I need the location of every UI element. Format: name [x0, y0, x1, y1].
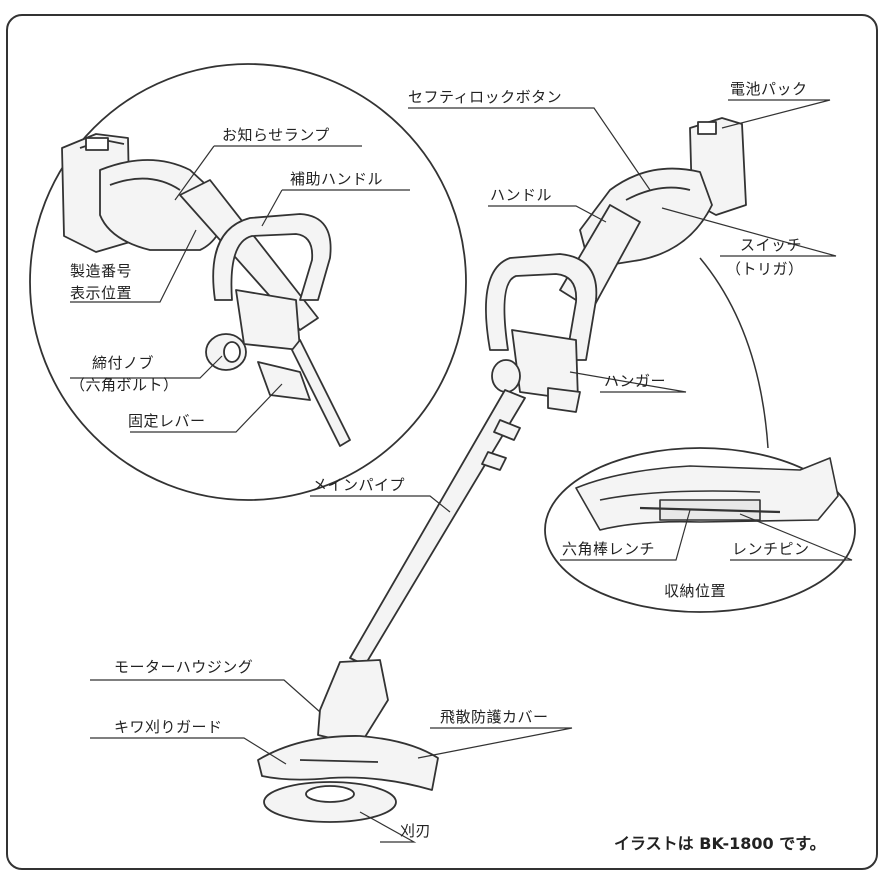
illustration-note: イラストは BK-1800 です。 [614, 834, 826, 853]
motor-housing [317, 659, 389, 746]
main-drawing [257, 117, 747, 823]
label-edge-guard: キワ刈りガード [114, 718, 223, 736]
label-motor-housing: モーターハウジング [114, 658, 254, 676]
label-wrench-pin: レンチピン [732, 540, 810, 558]
guard [257, 735, 439, 791]
detail-drawing [61, 133, 351, 447]
label-main-pipe: メインパイプ [312, 476, 406, 494]
label-switch: スイッチ [740, 236, 803, 254]
label-hanger: ハンガー [604, 372, 667, 390]
leader-lines [70, 99, 853, 843]
label-serial-number-2: 表示位置 [70, 284, 133, 302]
label-hex-bolt: （六角ボルト） [70, 376, 179, 394]
storage-drawing [575, 457, 839, 531]
label-storage-position: 収納位置 [664, 582, 727, 600]
label-notification-lamp: お知らせランプ [222, 126, 330, 144]
label-safety-lock-button: セフティロックボタン [408, 88, 563, 106]
label-blade: 刈刃 [400, 822, 432, 840]
label-handle: ハンドル [490, 186, 553, 204]
label-trigger: （トリガ） [726, 260, 804, 278]
label-serial-number-1: 製造番号 [70, 262, 133, 280]
label-tightening-knob: 締付ノブ [92, 354, 155, 372]
detail-ellipse-storage [544, 447, 856, 613]
aux-handle-main [485, 253, 598, 361]
aux-handle-small [212, 213, 332, 301]
label-fixing-lever: 固定レバー [128, 412, 206, 430]
label-hex-wrench: 六角棒レンチ [562, 540, 656, 558]
detail-connector [699, 257, 769, 449]
label-debris-cover: 飛散防護カバー [440, 708, 549, 726]
label-aux-handle: 補助ハンドル [290, 170, 384, 188]
figure-frame [6, 14, 878, 870]
label-battery-pack: 電池パック [730, 80, 808, 98]
detail-circle-handle [29, 63, 467, 501]
